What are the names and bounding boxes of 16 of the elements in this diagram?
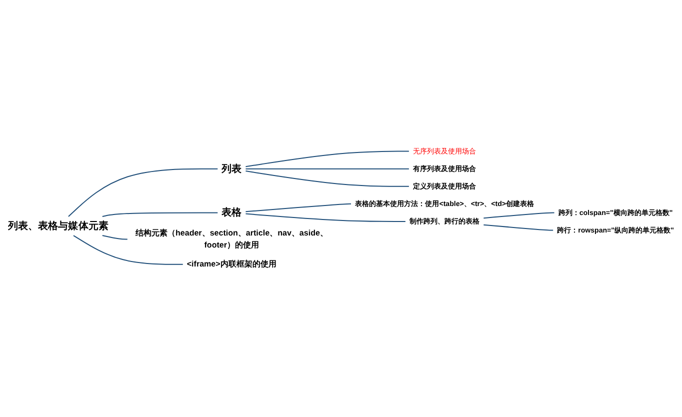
connector [246,170,409,188]
connector [484,212,554,219]
node-text: <iframe>内联框架的使用 [186,260,276,269]
node-text: 列表 [222,164,242,175]
node-text: 结构元素（header、section、article、nav、aside、footer）的使用 [135,229,328,250]
connector [246,204,351,212]
connector [102,212,218,218]
connector [73,235,183,266]
connector [484,224,554,232]
node-text: 表格 [222,207,242,219]
connector [102,235,128,240]
connector [246,214,406,222]
node-text: 列表、表格与媒体元素 [8,220,108,232]
connector [246,151,409,168]
connector [68,168,218,218]
connector [246,168,409,170]
